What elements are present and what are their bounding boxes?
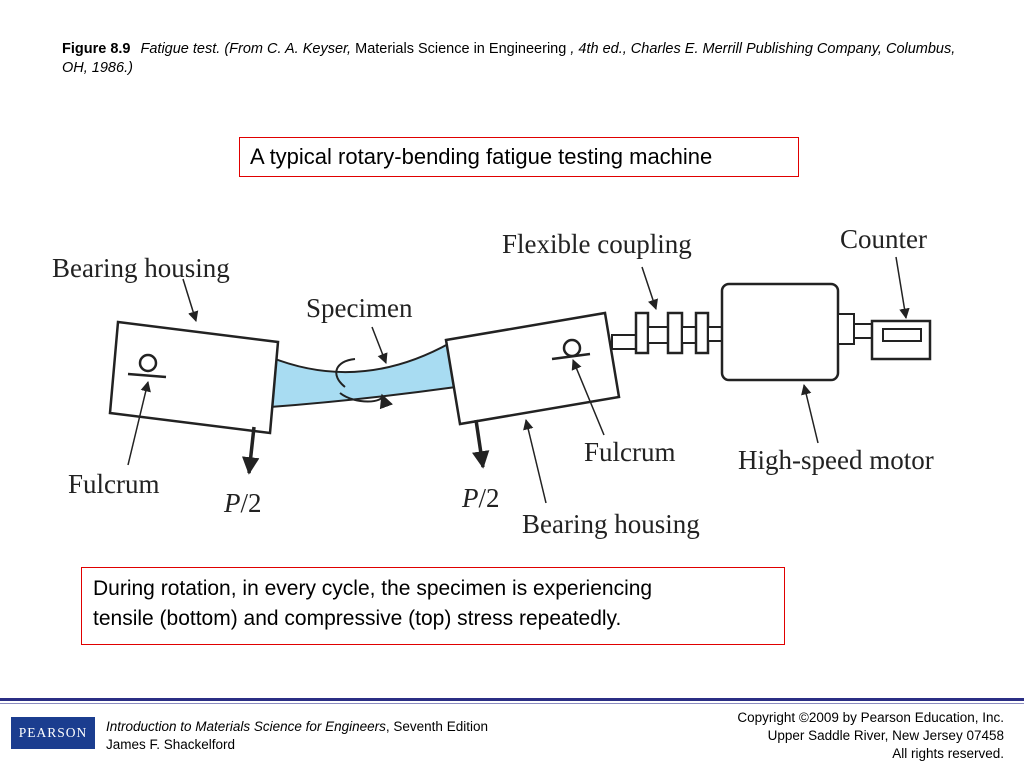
footer-author: James F. Shackelford — [106, 737, 236, 752]
leader-bearing-housing-left — [182, 278, 199, 323]
label-bearing-housing-left: Bearing housing — [52, 253, 230, 283]
pearson-logo: PEARSON — [11, 717, 95, 749]
label-fulcrum-right: Fulcrum — [584, 437, 676, 467]
leader-bearing-housing-bottom — [523, 418, 547, 504]
label-high-speed-motor: High-speed motor — [738, 445, 934, 475]
book-info: Introduction to Materials Science for En… — [106, 718, 488, 754]
specimen — [269, 341, 458, 409]
figure-number: Figure 8.9 — [62, 41, 131, 57]
load-arrow-left — [242, 426, 260, 475]
leader-high-speed-motor — [801, 383, 819, 444]
fulcrum-left-symbol — [127, 353, 167, 379]
fatigue-machine-diagram: Bearing housing Specimen Flexible coupli… — [52, 224, 934, 539]
label-fulcrum-left: Fulcrum — [68, 469, 160, 499]
flexible-coupling — [634, 311, 723, 355]
label-load-left-frac: /2 — [241, 488, 262, 518]
caption-book-title: Materials Science in Engineering — [355, 41, 567, 57]
footer-book-title: Introduction to Materials Science for En… — [106, 719, 386, 734]
fulcrum-right-symbol — [551, 338, 591, 361]
label-bearing-housing-bottom: Bearing housing — [522, 509, 700, 539]
label-load-right-frac: /2 — [479, 483, 500, 513]
counter — [870, 319, 932, 361]
diagram-heading: A typical rotary-bending fatigue testing… — [239, 137, 799, 177]
footer-edition: , Seventh Edition — [385, 719, 488, 734]
copyright-line-2: Upper Saddle River, New Jersey 07458 — [767, 728, 1004, 743]
leader-flexible-coupling — [641, 266, 658, 310]
drive-shaft — [611, 334, 637, 350]
load-arrow-right — [472, 419, 490, 469]
leader-fulcrum-right — [571, 359, 605, 436]
caption-text-1: Fatigue test. (From C. A. Keyser, — [140, 41, 352, 57]
leader-fulcrum-left — [127, 380, 151, 466]
label-load-right-p: P — [461, 483, 479, 513]
copyright-notice: Copyright ©2009 by Pearson Education, In… — [737, 709, 1004, 763]
motor-end-collar — [853, 323, 873, 339]
copyright-line-3: All rights reserved. — [892, 746, 1004, 761]
label-load-left-p: P — [223, 488, 241, 518]
label-load-left: P/2 — [223, 488, 262, 518]
motor-end-shaft — [837, 313, 855, 345]
note-line-1: During rotation, in every cycle, the spe… — [93, 577, 653, 600]
label-flexible-coupling: Flexible coupling — [502, 229, 692, 259]
figure-caption: Figure 8.9 Fatigue test. (From C. A. Keys… — [62, 40, 962, 78]
label-specimen: Specimen — [306, 293, 413, 323]
caption-text-2: , 4th ed., Charles E. Merrill Publishing… — [62, 41, 956, 76]
high-speed-motor — [720, 282, 840, 382]
leader-counter — [895, 256, 910, 320]
copyright-line-1: Copyright ©2009 by Pearson Education, In… — [737, 710, 1004, 725]
label-load-right: P/2 — [461, 483, 500, 513]
note-line-2: tensile (bottom) and compressive (top) s… — [93, 607, 622, 630]
leader-specimen — [371, 326, 388, 364]
rotation-arrow — [335, 358, 382, 402]
footer-divider-thin — [0, 703, 1024, 704]
label-counter: Counter — [840, 224, 927, 254]
explanation-note: During rotation, in every cycle, the spe… — [81, 567, 785, 645]
bearing-housing-left — [108, 320, 280, 435]
footer-divider — [0, 698, 1024, 701]
